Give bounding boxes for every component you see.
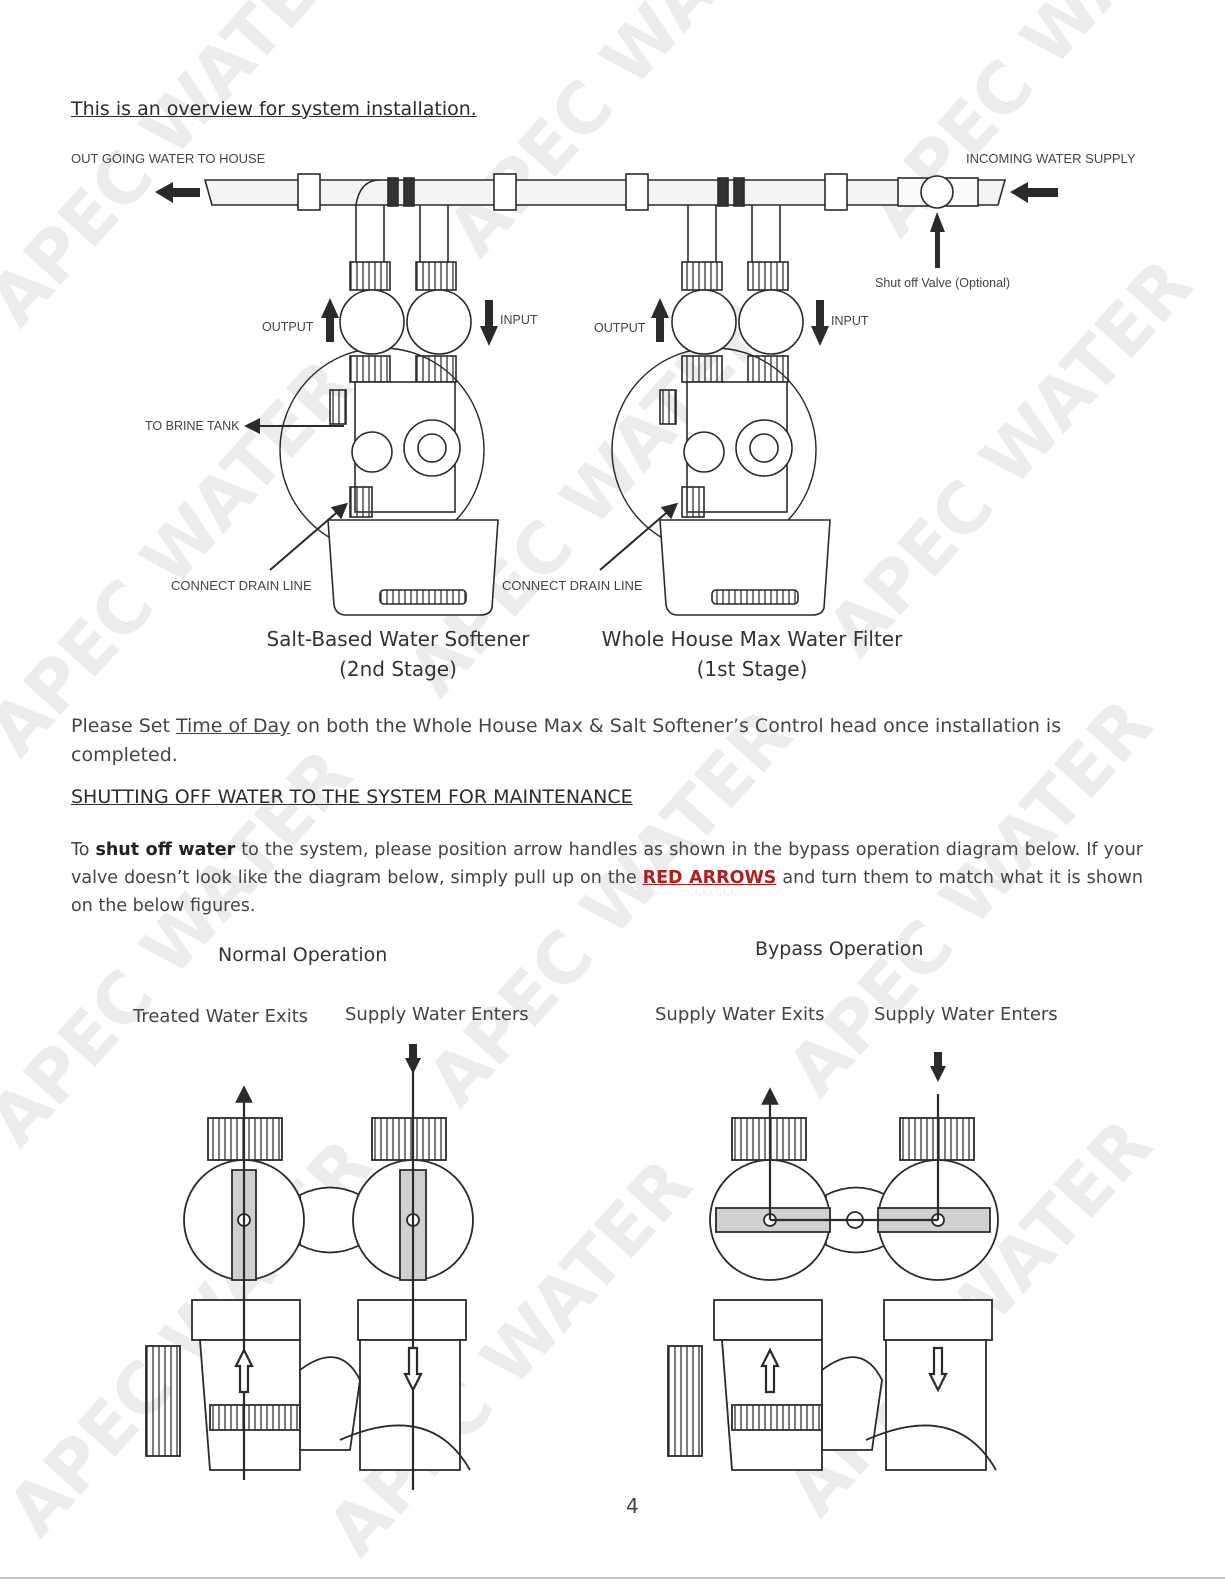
filter-input-label: INPUT	[831, 314, 869, 328]
softener-drain-pointer-icon	[269, 502, 349, 571]
shutoff-valve-label: Shut off Valve (Optional)	[875, 276, 1011, 290]
filter-caption: Whole House Max Water Filter (1st Stage)	[586, 624, 918, 684]
svg-text:APEC WATER: APEC WATER	[0, 344, 368, 771]
page-number: 4	[626, 1494, 639, 1518]
filter-drain-pointer-icon	[599, 502, 679, 571]
paragraph-text: Please Set	[71, 715, 176, 737]
page-title: This is an overview for system installat…	[71, 98, 477, 120]
section-heading: SHUTTING OFF WATER TO THE SYSTEM FOR MAI…	[71, 786, 633, 808]
normal-supply-arrow-icon	[405, 1044, 421, 1074]
plumbing-diagram	[203, 173, 1007, 616]
bypass-supply-enters-label: Supply Water Enters	[874, 1004, 1058, 1025]
bypass-operation-title: Bypass Operation	[755, 938, 924, 960]
normal-operation-title: Normal Operation	[218, 944, 388, 966]
paragraph-text: on both the Whole House Max & Salt Softe…	[71, 715, 1062, 766]
outgoing-arrow-icon	[155, 182, 200, 203]
filter-stage: (1st Stage)	[696, 657, 808, 681]
brine-tank-label: TO BRINE TANK	[145, 419, 240, 433]
filter-output-arrow-icon	[651, 298, 669, 342]
filter-input-arrow-icon	[811, 300, 829, 346]
incoming-arrow-icon	[1010, 182, 1058, 203]
treated-water-exits-label: Treated Water Exits	[133, 1006, 309, 1027]
svg-text:APEC WATER: APEC WATER	[812, 244, 1208, 671]
paragraph-text: to the system, please position arrow han…	[71, 840, 1143, 888]
outgoing-water-label: OUT GOING WATER TO HOUSE	[71, 151, 266, 166]
softener-input-arrow-icon	[480, 300, 498, 346]
svg-text:APEC WATER: APEC WATER	[0, 0, 368, 341]
paragraph-text: To	[71, 840, 96, 860]
paragraph-text: and turn them to match what it is shown …	[71, 868, 1143, 916]
supply-water-exits-label: Supply Water Exits	[655, 1004, 825, 1025]
normal-supply-enters-label: Supply Water Enters	[345, 1004, 529, 1025]
softener-stage: (2nd Stage)	[339, 657, 457, 681]
flow-arrows	[155, 182, 1058, 346]
bypass-supply-arrow-icon	[930, 1052, 946, 1082]
softener-output-label: OUTPUT	[262, 320, 314, 334]
red-arrows-emphasis: RED ARROWS	[642, 868, 777, 888]
shutoff-pointer-icon	[930, 212, 945, 268]
normal-flow-lines	[234, 1060, 423, 1490]
incoming-water-label: INCOMING WATER SUPPLY	[966, 151, 1136, 166]
softener-input-label: INPUT	[500, 313, 538, 327]
filter-drain-label: CONNECT DRAIN LINE	[502, 578, 643, 593]
softener-caption: Salt-Based Water Softener (2nd Stage)	[256, 624, 540, 684]
filter-name: Whole House Max Water Filter	[601, 627, 903, 651]
softener-output-arrow-icon	[321, 298, 339, 342]
shut-off-paragraph: To shut off water to the system, please …	[71, 836, 1143, 920]
bypass-flow-lines	[760, 1087, 948, 1394]
softener-name: Salt-Based Water Softener	[266, 627, 530, 651]
filter-output-label: OUTPUT	[594, 321, 646, 335]
svg-text:APEC WATER: APEC WATER	[432, 0, 828, 271]
time-of-day-paragraph: Please Set Time of Day on both the Whole…	[71, 712, 1151, 770]
softener-drain-label: CONNECT DRAIN LINE	[171, 578, 312, 593]
time-of-day-link: Time of Day	[175, 715, 291, 737]
svg-text:APEC WATER: APEC WATER	[852, 0, 1225, 251]
shut-off-water-emphasis: shut off water	[95, 840, 236, 860]
